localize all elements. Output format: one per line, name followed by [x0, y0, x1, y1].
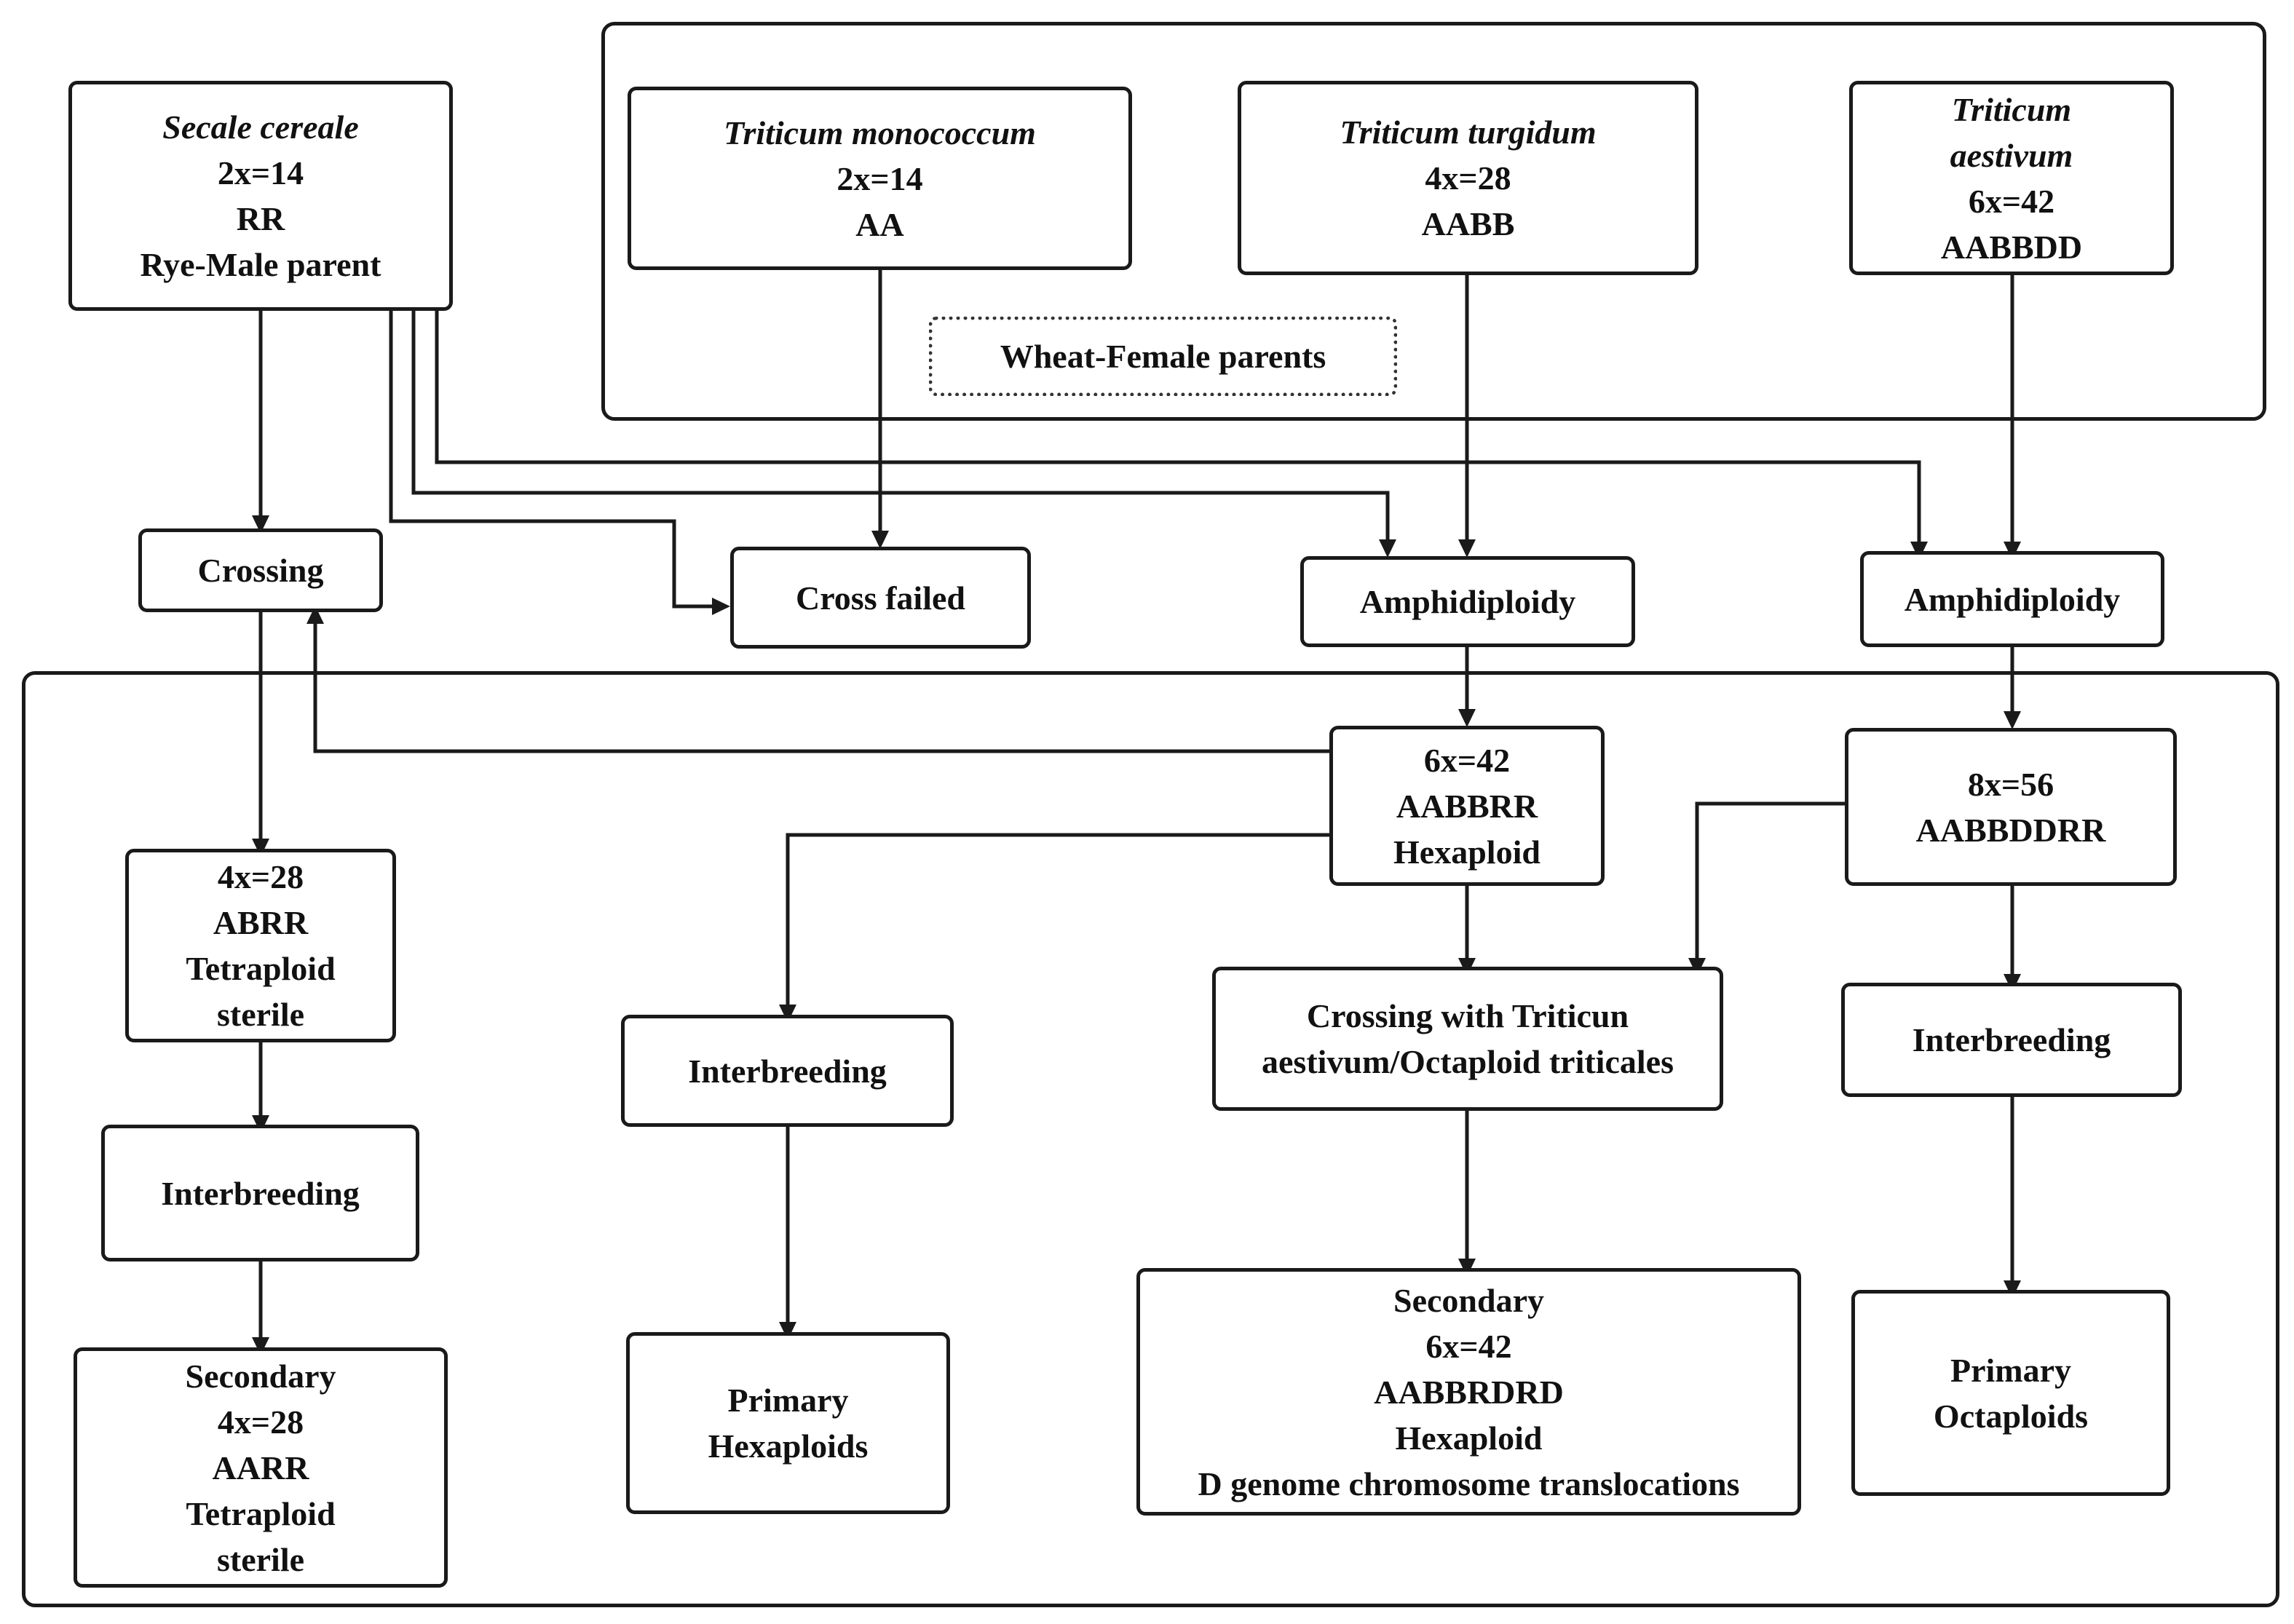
node-text-line: Wheat-Female parents — [1000, 338, 1326, 375]
node-text-line: RR — [236, 200, 285, 237]
arrowhead — [779, 1005, 796, 1023]
node-cross-failed: Cross failed — [730, 547, 1031, 649]
node-text-line: 4x=28 — [217, 1403, 304, 1441]
node-text-line: Triticum monococcum — [724, 114, 1036, 151]
node-amphidiploidy-1: Amphidiploidy — [1300, 556, 1635, 647]
arrowhead — [2004, 711, 2021, 729]
node-text-line: AA — [855, 205, 904, 243]
node-text-line: AARR — [212, 1449, 309, 1486]
edge-oct-crossing-with — [1695, 801, 1845, 961]
arrowhead — [1379, 539, 1396, 558]
arrowhead — [712, 598, 730, 615]
node-text-line: 6x=42 — [1968, 182, 2055, 220]
node-interbreeding-1: Interbreeding — [101, 1125, 419, 1261]
arrowhead — [252, 1115, 269, 1133]
arrowhead — [252, 1337, 269, 1355]
node-text-line: Primary — [727, 1382, 849, 1419]
node-crossing-with-triticum: Crossing with Triticun aestivum/Octaploid… — [1212, 967, 1723, 1111]
node-text-line: Hexaploid — [1393, 833, 1540, 871]
arrowhead — [252, 839, 269, 857]
node-text-line: Interbreeding — [688, 1052, 887, 1090]
node-text-line: D genome chromosome translocations — [1198, 1465, 1740, 1502]
node-interbreeding-3: Interbreeding — [1841, 983, 2182, 1097]
node-text-line: AABBDD — [1940, 228, 2083, 266]
node-text-line: Hexaploids — [708, 1427, 869, 1465]
arrowhead — [1458, 539, 1476, 558]
node-amphidiploidy-2: Amphidiploidy — [1860, 551, 2164, 647]
node-text-line: AABBDDRR — [1915, 811, 2106, 849]
node-text-line: Triticum — [1951, 90, 2072, 128]
node-text-line: Tetraploid — [186, 950, 336, 987]
arrowhead — [871, 531, 889, 549]
node-text-line: Amphidiploidy — [1359, 583, 1576, 620]
node-text-line: 6x=42 — [1425, 1327, 1512, 1365]
arrowhead — [1458, 709, 1476, 727]
node-text-line: Interbreeding — [161, 1174, 360, 1212]
node-text-line: Rye-Male parent — [140, 246, 381, 283]
node-text-line: Primary — [1950, 1351, 2072, 1389]
arrowhead — [306, 606, 324, 624]
label-wheat-female-parents: Wheat-Female parents — [929, 317, 1397, 396]
node-text-line: AABB — [1421, 205, 1515, 242]
node-text-line: AABBRDRD — [1374, 1373, 1564, 1411]
arrowhead — [1458, 1259, 1476, 1277]
node-text-line: Crossing — [197, 552, 324, 589]
arrowhead — [2004, 1280, 2021, 1299]
node-text-line: Amphidiploidy — [1904, 580, 2121, 618]
node-interbreeding-2: Interbreeding — [621, 1015, 954, 1127]
node-text-line: Triticum turgidum — [1340, 114, 1597, 151]
node-text-line: ABRR — [213, 904, 309, 941]
node-text-line: aestivum — [1950, 136, 2073, 174]
edge-hex-crossing — [313, 621, 1329, 753]
edge-secale-amphi-2 — [435, 311, 1921, 544]
node-text-line: sterile — [216, 1540, 305, 1578]
node-text-line: Tetraploid — [186, 1494, 336, 1532]
node-text-line: Interbreeding — [1912, 1021, 2111, 1058]
node-text-line: 2x=14 — [836, 159, 923, 197]
node-text-line: AABBRR — [1396, 787, 1538, 825]
node-crossing: Crossing — [138, 528, 383, 612]
node-text-line: Secondary — [185, 1357, 336, 1395]
node-text-line: Octaploids — [1933, 1397, 2089, 1435]
node-text-line: 4x=28 — [1425, 159, 1511, 197]
node-text-line: Hexaploid — [1395, 1419, 1543, 1457]
arrowhead — [2004, 542, 2021, 560]
edge-secale-cross-failed — [389, 311, 715, 609]
node-text-line: Cross failed — [796, 579, 965, 617]
wheat-parents-group — [601, 22, 2266, 421]
arrowhead — [1910, 542, 1928, 560]
node-text-line: sterile — [216, 996, 305, 1033]
edge-secale-amphi-1 — [411, 311, 1390, 542]
node-text-line: Secondary — [1393, 1281, 1544, 1319]
arrowhead — [779, 1322, 796, 1340]
edge-hex-interbreed-2 — [786, 833, 1329, 1007]
offspring-group — [22, 671, 2279, 1607]
arrowhead — [252, 515, 269, 534]
node-text-line: 6x=42 — [1423, 741, 1511, 779]
node-text-line: Secale cereale — [162, 108, 359, 146]
node-text-line: Crossing with Triticun — [1306, 997, 1629, 1034]
node-text-line: 8x=56 — [1967, 765, 2054, 803]
node-text-line: aestivum/Octaploid triticales — [1262, 1043, 1674, 1080]
node-text-line: 2x=14 — [217, 154, 304, 191]
node-text-line: 4x=28 — [217, 858, 304, 895]
